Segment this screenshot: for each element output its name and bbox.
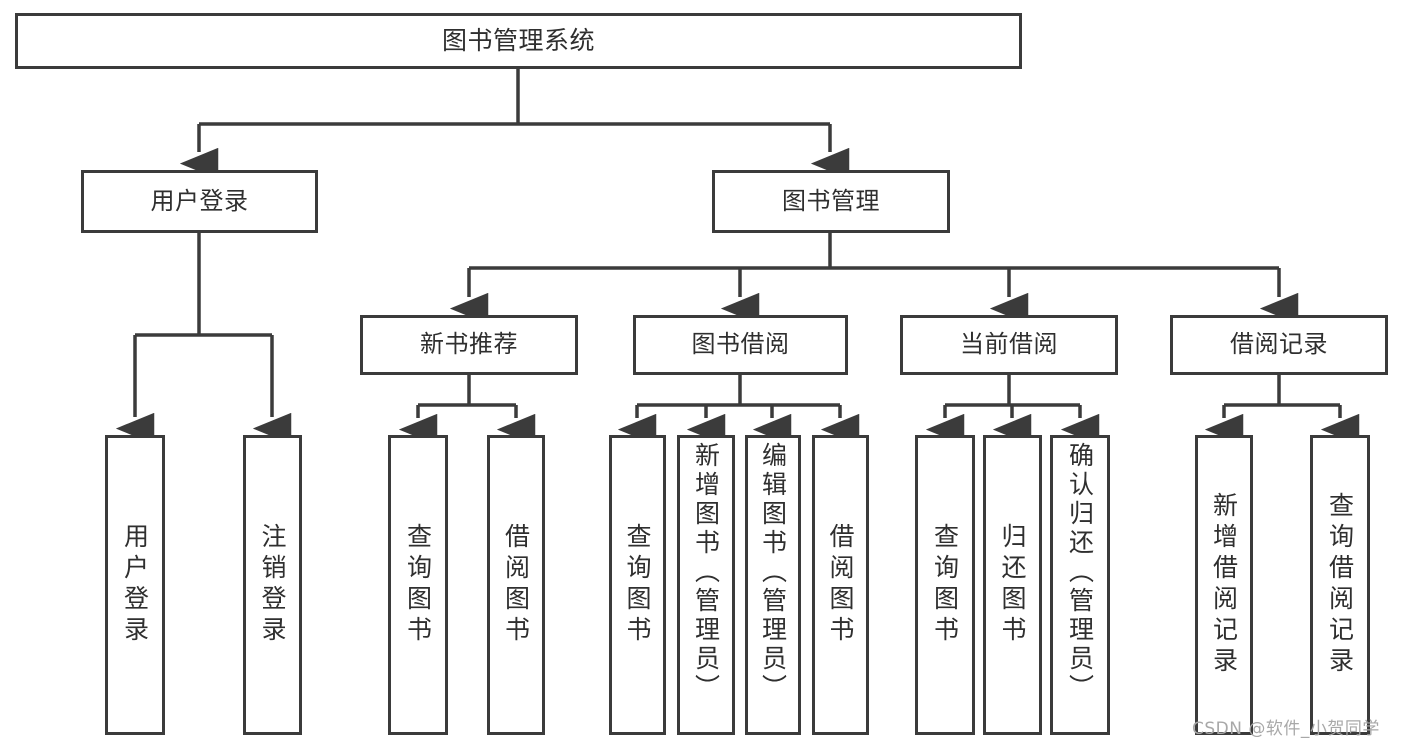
node-leaf-newrec-borrow-book-label: 借阅图书 — [501, 523, 531, 647]
node-leaf-record-query[interactable]: 查询借阅记录 — [1310, 435, 1370, 735]
node-leaf-borrow-query-book[interactable]: 查询图书 — [609, 435, 666, 735]
node-leaf-user-logout-label: 注销登录 — [258, 523, 287, 647]
node-root[interactable]: 图书管理系统 — [15, 13, 1022, 69]
node-current-borrow[interactable]: 当前借阅 — [900, 315, 1118, 375]
node-leaf-newrec-borrow-book[interactable]: 借阅图书 — [487, 435, 545, 735]
node-new-book-recommend-label: 新书推荐 — [420, 330, 518, 359]
watermark: CSDN @软件_小贺同学 — [1192, 719, 1380, 739]
node-leaf-borrow-query-book-label: 查询图书 — [623, 523, 652, 647]
node-leaf-record-add[interactable]: 新增借阅记录 — [1195, 435, 1253, 735]
node-leaf-current-return-book-label: 归还图书 — [998, 523, 1027, 647]
node-leaf-newrec-query-book-label: 查询图书 — [403, 523, 433, 647]
node-user-login-label: 用户登录 — [150, 186, 249, 215]
node-leaf-current-return-book[interactable]: 归还图书 — [983, 435, 1042, 735]
node-leaf-current-query-book-label: 查询图书 — [930, 523, 960, 647]
node-new-book-recommend[interactable]: 新书推荐 — [360, 315, 578, 375]
node-current-borrow-label: 当前借阅 — [960, 330, 1058, 359]
node-leaf-current-query-book[interactable]: 查询图书 — [915, 435, 975, 735]
node-book-borrow[interactable]: 图书借阅 — [633, 315, 848, 375]
node-user-login[interactable]: 用户登录 — [81, 170, 318, 233]
node-leaf-borrow-edit-book-label: 编辑图书（管理员） — [758, 442, 788, 703]
node-leaf-borrow-add-book[interactable]: 新增图书（管理员） — [677, 435, 735, 735]
node-leaf-record-query-label: 查询借阅记录 — [1325, 492, 1355, 678]
node-leaf-user-login-label: 用户登录 — [120, 523, 150, 647]
node-book-borrow-label: 图书借阅 — [691, 330, 790, 359]
node-leaf-user-login[interactable]: 用户登录 — [105, 435, 165, 735]
node-leaf-user-logout[interactable]: 注销登录 — [243, 435, 302, 735]
node-root-label: 图书管理系统 — [441, 25, 595, 55]
node-leaf-borrow-borrow-book[interactable]: 借阅图书 — [812, 435, 869, 735]
node-book-mgmt[interactable]: 图书管理 — [712, 170, 950, 233]
node-leaf-borrow-add-book-label: 新增图书（管理员） — [691, 442, 721, 703]
node-leaf-newrec-query-book[interactable]: 查询图书 — [388, 435, 448, 735]
node-leaf-current-confirm-return[interactable]: 确认归还（管理员） — [1050, 435, 1110, 735]
node-leaf-current-confirm-return-label: 确认归还（管理员） — [1065, 442, 1095, 703]
node-borrow-record-label: 借阅记录 — [1230, 330, 1328, 359]
node-leaf-record-add-label: 新增借阅记录 — [1209, 492, 1239, 678]
node-borrow-record[interactable]: 借阅记录 — [1170, 315, 1388, 375]
node-leaf-borrow-borrow-book-label: 借阅图书 — [826, 523, 855, 647]
node-book-mgmt-label: 图书管理 — [782, 186, 880, 215]
node-leaf-borrow-edit-book[interactable]: 编辑图书（管理员） — [745, 435, 801, 735]
